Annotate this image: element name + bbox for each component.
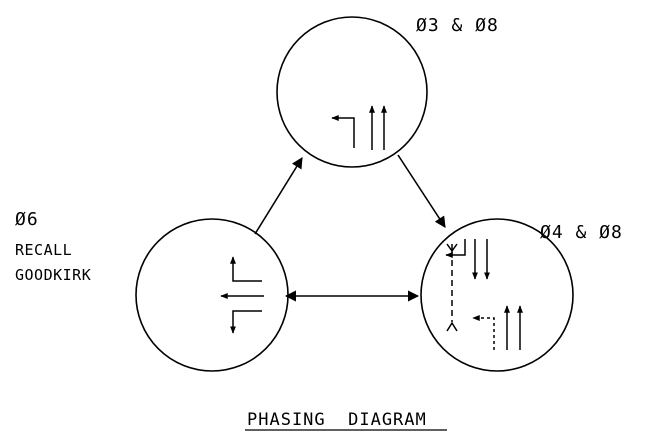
phase-label-top: Ø3 & Ø8 xyxy=(416,15,499,36)
phase-label-left: Ø6 xyxy=(15,209,39,230)
phase-circle-right xyxy=(420,218,574,372)
phase-circle-left xyxy=(135,218,289,372)
transition-arrow-left-to-top xyxy=(254,157,303,235)
movement-icons-left xyxy=(220,256,264,334)
phase-note-line2: GOODKIRK xyxy=(15,266,91,284)
left-turn-arrow-icon xyxy=(230,310,262,334)
phase-circle-top xyxy=(276,16,428,168)
phase-note-line1: RECALL xyxy=(15,241,72,259)
movement-icons-top xyxy=(331,105,387,150)
movement-icons-right xyxy=(445,239,523,350)
phase-label-right: Ø4 & Ø8 xyxy=(540,222,623,243)
pedestrian-end-icon xyxy=(446,321,458,332)
left-turn-arrow-icon xyxy=(331,115,355,148)
transition-arrow-top-to-right xyxy=(397,154,446,228)
diagram-title: PHASING DIAGRAM xyxy=(247,410,427,430)
left-turn-arrow-icon xyxy=(472,315,495,350)
right-turn-arrow-icon xyxy=(230,256,262,282)
pedestrian-end-icon xyxy=(446,243,458,253)
